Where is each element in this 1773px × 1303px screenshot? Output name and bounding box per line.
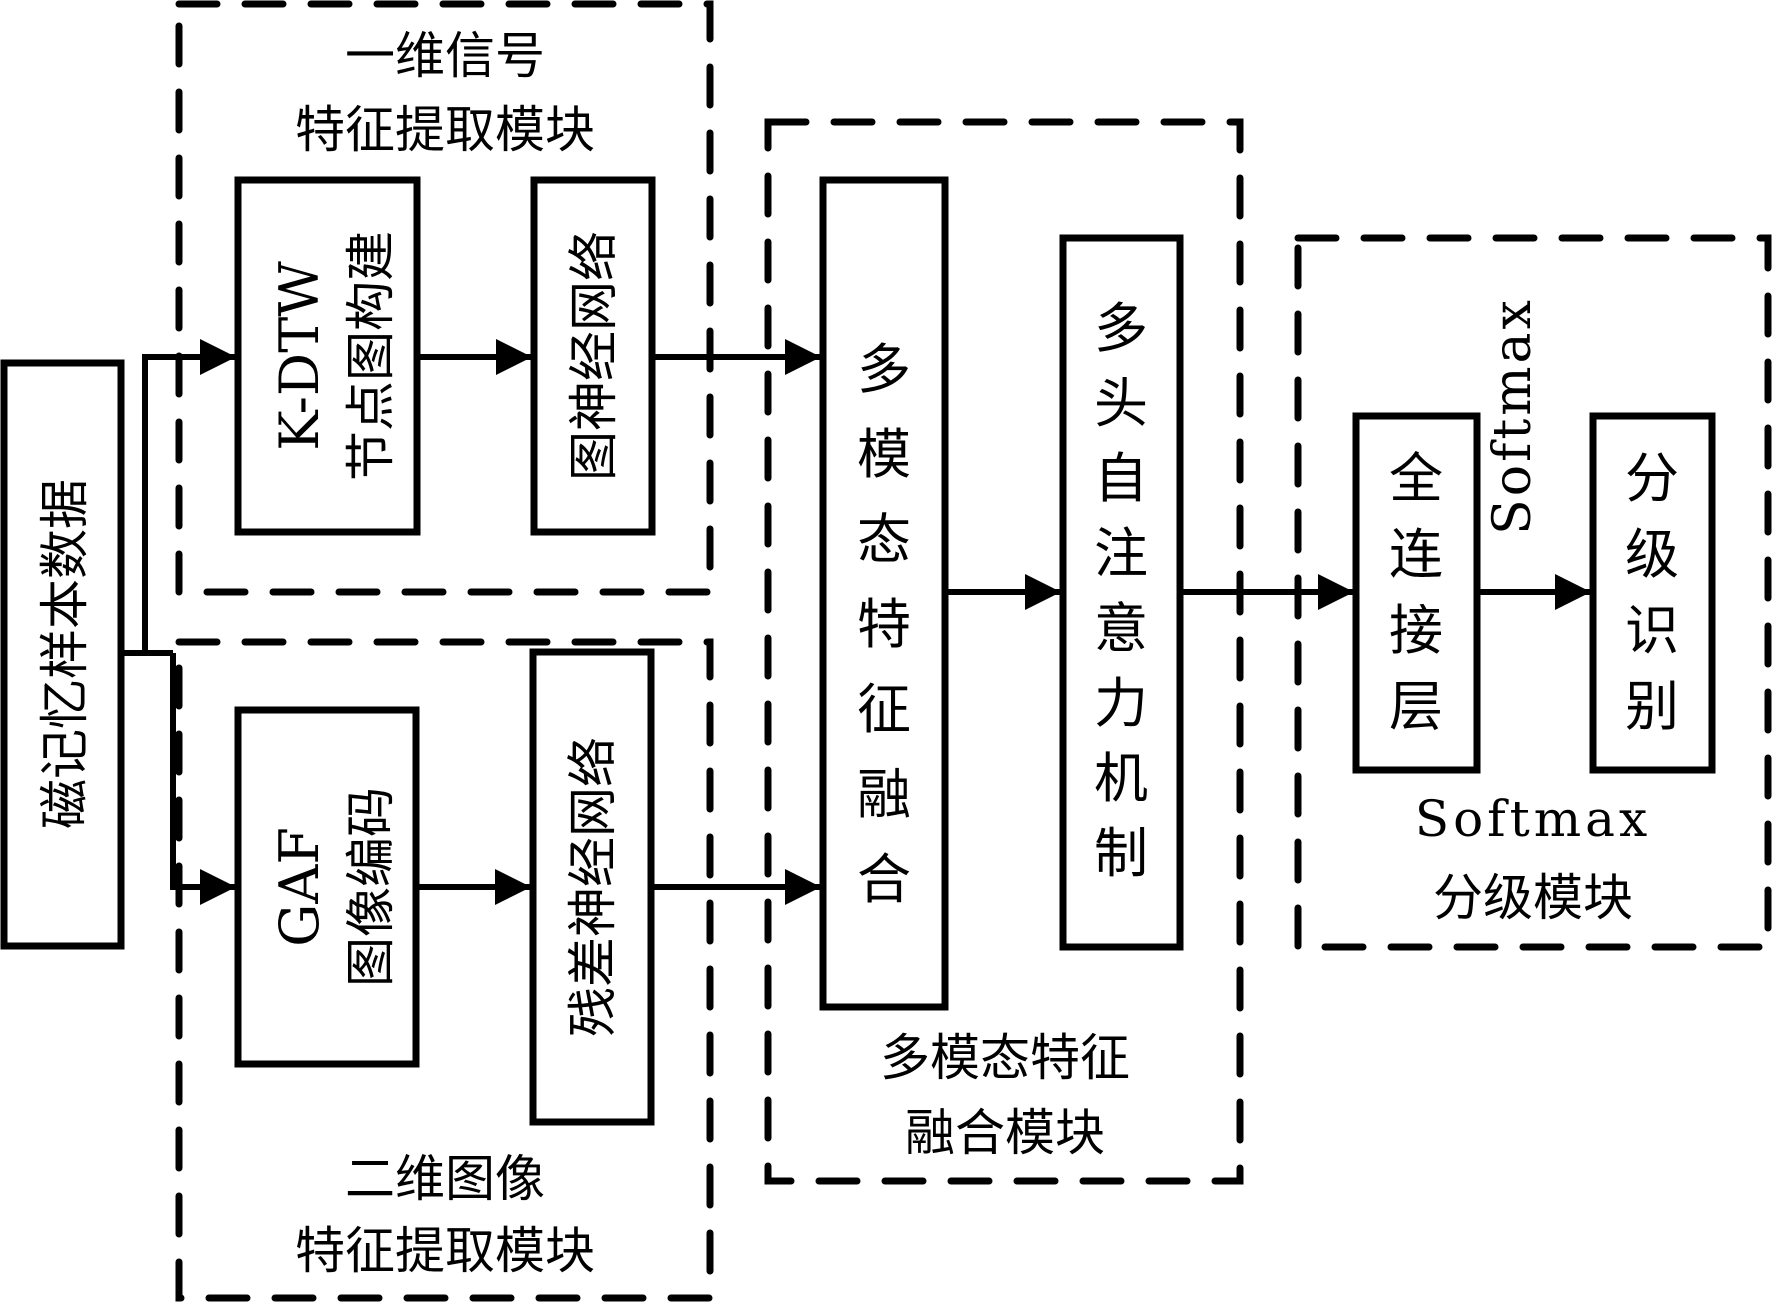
module-classify-title: Softmax 分级模块 [1415,790,1651,927]
gnn-label: 图神经网络 [565,231,623,481]
vertical-char: 特 [857,593,911,656]
vertical-char: 自 [1094,447,1148,510]
vertical-char: 制 [1094,822,1148,885]
multimodal-fusion-label: 多模态特征融合 [857,338,911,911]
multimodal-fusion-block[interactable]: 多模态特征融合 [819,176,949,1011]
vertical-char: 全 [1389,447,1443,510]
module-2d-title: 二维图像 特征提取模块 [295,1150,595,1280]
kdtw-label: K-DTW [268,261,331,451]
vertical-char: 级 [1625,523,1679,586]
vertical-char: 态 [857,508,911,571]
module-fusion-title-line2: 融合模块 [905,1104,1105,1162]
image-encoding-label: 图像编码 [342,787,400,987]
gaf-encoding-block[interactable]: GAF 图像编码 [234,706,420,1068]
resnet-block[interactable]: 残差神经网络 [529,648,655,1126]
vertical-char: 别 [1625,675,1679,738]
vertical-char: 合 [857,848,911,911]
vertical-char: 多 [1094,297,1148,360]
module-fusion-title: 多模态特征 融合模块 [880,1029,1130,1162]
module-1d-title: 一维信号 特征提取模块 [295,27,595,159]
multihead-attention-label: 多头自注意力机制 [1094,297,1148,885]
vertical-char: 机 [1094,747,1148,810]
module-1d-title-line2: 特征提取模块 [295,101,595,159]
vertical-char: 多 [857,338,911,401]
module-2d-title-line2: 特征提取模块 [295,1222,595,1280]
vertical-char: 头 [1094,372,1148,435]
module-fusion-frame [764,118,1244,1185]
vertical-char: 识 [1625,599,1679,662]
vertical-char: 征 [857,678,911,741]
vertical-char: 分 [1625,447,1679,510]
multihead-attention-block[interactable]: 多头自注意力机制 [1059,234,1184,951]
softmax-edge-label: Softmax [1483,297,1543,535]
grade-recognition-label: 分级识别 [1625,447,1679,738]
node-graph-construction-label: 节点图构建 [342,231,400,481]
module-fusion-title-line1: 多模态特征 [880,1029,1130,1087]
module-classify-title-line1: Softmax [1415,790,1651,848]
resnet-label: 残差神经网络 [564,737,622,1037]
grade-recognition-block[interactable]: 分级识别 [1589,412,1716,774]
connectors [121,339,1591,905]
gaf-label: GAF [268,827,331,947]
vertical-char: 层 [1389,675,1443,738]
vertical-char: 接 [1389,599,1443,662]
input-data-block[interactable]: 磁记忆样本数据 [0,359,125,950]
vertical-char: 融 [857,763,911,826]
input-data-label: 磁记忆样本数据 [36,479,94,829]
vertical-char: 力 [1094,672,1148,735]
module-2d-image-frame [175,638,714,1302]
vertical-char: 注 [1094,522,1148,585]
module-1d-title-line1: 一维信号 [345,27,545,85]
module-classify-title-line2: 分级模块 [1433,869,1633,927]
vertical-char: 连 [1389,523,1443,586]
fully-connected-label: 全连接层 [1389,447,1443,738]
kdtw-graph-block[interactable]: K-DTW 节点图构建 [234,176,421,536]
vertical-char: 意 [1094,597,1148,660]
branch-line-top [142,339,236,653]
vertical-char: 模 [857,423,911,486]
module-2d-title-line1: 二维图像 [345,1150,545,1208]
graph-neural-network-block[interactable]: 图神经网络 [530,176,656,536]
module-1d-signal-frame [175,0,714,596]
fully-connected-block[interactable]: 全连接层 [1352,412,1481,774]
branch-line-bottom [170,653,236,905]
